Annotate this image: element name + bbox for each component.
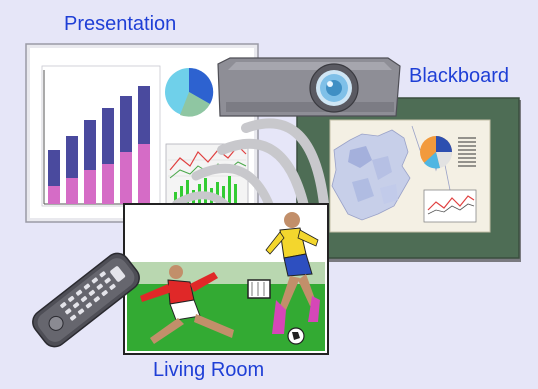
blackboard-map — [331, 125, 457, 221]
soccer-player-yellow — [265, 212, 320, 334]
blackboard-line-chart — [423, 189, 477, 223]
blackboard — [296, 97, 521, 262]
blackboard-pie-chart — [420, 136, 453, 169]
presentation-label: Presentation — [64, 13, 177, 35]
presentation-bar-chart — [41, 65, 161, 207]
presentation-pie-chart — [165, 67, 214, 117]
blackboard-legend — [458, 137, 476, 167]
living-room-label: Living Room — [153, 359, 265, 381]
projector-icon — [217, 57, 401, 117]
blackboard-label: Blackboard — [409, 65, 510, 87]
soccer-player-red — [140, 265, 234, 344]
remote-control-icon — [32, 252, 140, 348]
living-room-screen — [123, 203, 329, 355]
